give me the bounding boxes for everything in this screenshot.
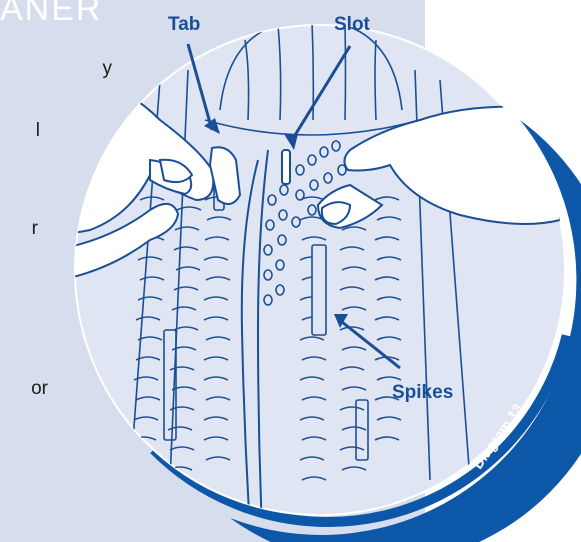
- slot-shape: [282, 150, 290, 184]
- slot-label: Slot: [334, 14, 371, 35]
- spikes-label: Spikes: [392, 382, 453, 403]
- tab-label: Tab: [168, 14, 200, 35]
- top-cap-ridge-4: [345, 25, 346, 120]
